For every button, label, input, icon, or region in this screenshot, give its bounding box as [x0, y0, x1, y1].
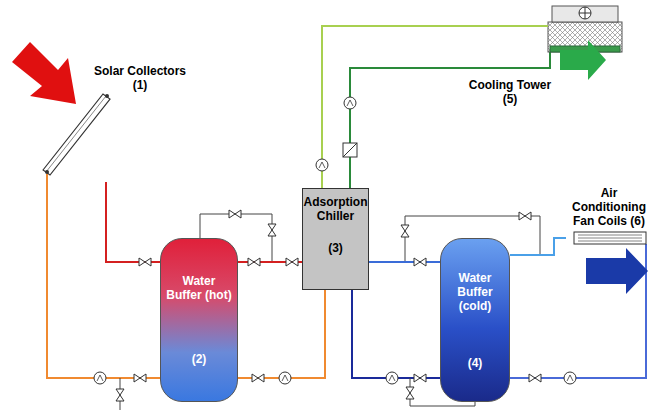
hot-buffer-tank: Water Buffer (hot) (2): [160, 238, 238, 402]
return-pipe: [238, 290, 325, 378]
callout-number: (2): [192, 352, 207, 366]
cold-air-arrow: [586, 248, 648, 294]
solar-collector: Solar Collectors (1): [40, 90, 114, 182]
cooling-pipe: [350, 52, 550, 188]
cooling-tower: Cooling Tower (5): [548, 4, 622, 52]
return-pipe: [47, 174, 160, 378]
node-label: Water Buffer (hot): [165, 274, 233, 302]
chilled-pipe: [352, 290, 440, 378]
callout-number: (3): [328, 241, 343, 255]
fan-coil-unit: Air Conditioning Fan Coils (6): [566, 186, 652, 246]
pipe-connector: [369, 261, 440, 263]
cooling-tower-icon: [548, 6, 622, 52]
heat-out-arrow: [560, 40, 606, 80]
heat-exchanger: [343, 143, 357, 157]
cold-buffer-tank: Water Buffer (cold) (4): [440, 238, 510, 402]
pipe-connector: [510, 238, 566, 255]
node-label: Adsorption Chiller: [304, 195, 368, 223]
heat-exchanger: [343, 143, 357, 157]
node-label: Solar Collectors (1): [90, 64, 190, 92]
sun-arrow: [12, 42, 76, 104]
callout-number: (4): [468, 356, 483, 370]
fan-coil-icon: [574, 232, 646, 244]
node-label: Cooling Tower (5): [464, 78, 556, 106]
pipe-connector: [322, 26, 548, 188]
node-label: Air Conditioning Fan Coils (6): [566, 186, 652, 228]
solar-panel: [43, 94, 110, 175]
chiller-box: Adsorption Chiller (3): [302, 188, 369, 290]
node-label: Water Buffer (cold): [445, 271, 505, 313]
pipe-connector: [106, 182, 160, 262]
